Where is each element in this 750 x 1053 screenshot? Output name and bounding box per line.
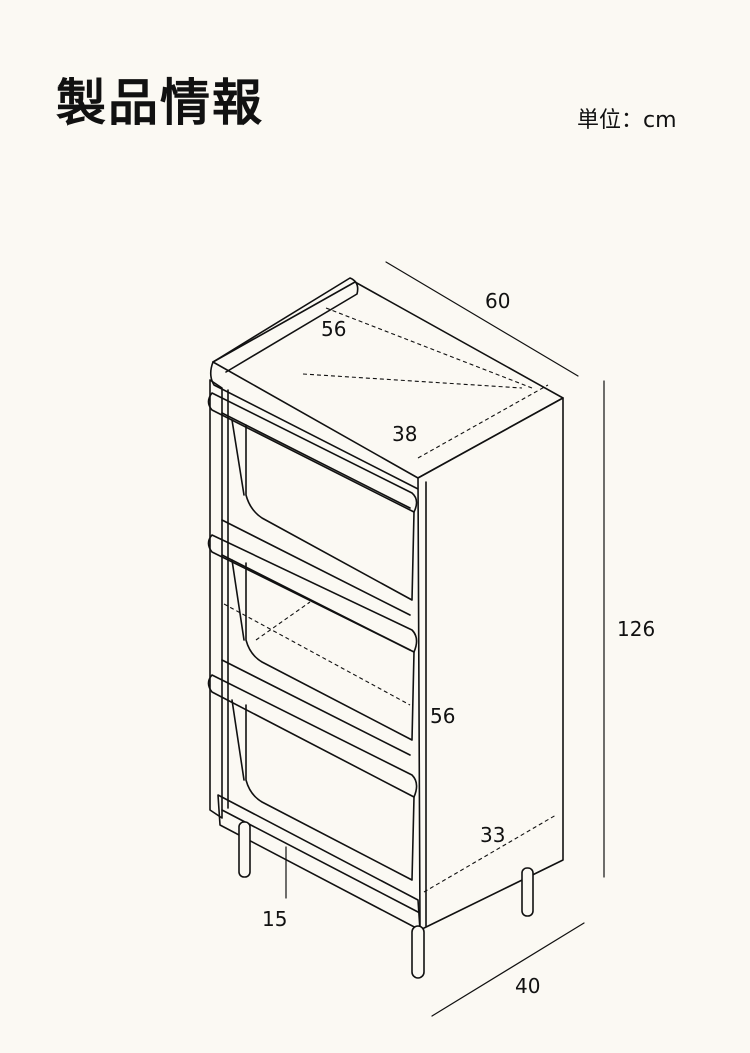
label-inner-depth-top: 38 bbox=[392, 422, 417, 446]
dashed-inner-width-2 bbox=[302, 373, 523, 389]
label-width: 60 bbox=[485, 289, 510, 313]
shelf-2 bbox=[207, 519, 418, 741]
left-front-post bbox=[209, 379, 223, 819]
cabinet-top-edge bbox=[209, 361, 421, 491]
label-leg-height: 15 bbox=[262, 907, 287, 931]
dashed-mid-back bbox=[255, 601, 311, 641]
dashed-inner-depth-top bbox=[417, 384, 549, 459]
page-title: 製品情報 bbox=[56, 74, 264, 132]
label-inner-width: 56 bbox=[321, 317, 346, 341]
left-top-rail bbox=[212, 277, 359, 373]
dashed-mid-diagonal bbox=[223, 603, 411, 706]
leg-back-right bbox=[521, 867, 534, 917]
dim-line-depth bbox=[431, 922, 585, 1017]
dashed-inner-width bbox=[325, 307, 533, 389]
dim-line-width bbox=[385, 261, 579, 377]
shelf-3 bbox=[207, 659, 418, 881]
label-height: 126 bbox=[617, 617, 655, 641]
cabinet-right-side bbox=[417, 397, 564, 931]
leg-front-right bbox=[411, 925, 425, 979]
unit-label: 単位：cm bbox=[577, 108, 677, 133]
leg-front-left bbox=[238, 821, 251, 878]
label-inner-height: 56 bbox=[430, 704, 455, 728]
shelf-1 bbox=[207, 392, 418, 601]
label-inner-depth-bottom: 33 bbox=[480, 823, 505, 847]
dashed-inner-depth-bottom bbox=[423, 814, 557, 893]
label-depth: 40 bbox=[515, 974, 540, 998]
